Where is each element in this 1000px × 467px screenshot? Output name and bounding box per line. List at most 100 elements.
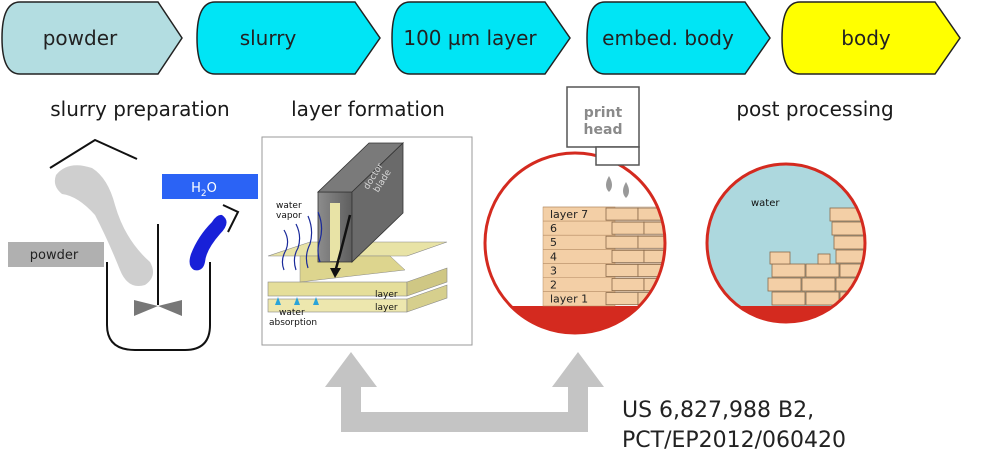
- print-layer-label: 6: [550, 222, 557, 235]
- brick: [805, 263, 840, 278]
- brick: [805, 291, 840, 306]
- water-vapor-label-1: water: [276, 201, 302, 211]
- flow-step-label: embed. body: [602, 26, 734, 50]
- water-beaker: [222, 204, 240, 233]
- flow-step-label: 100 µm layer: [403, 26, 537, 50]
- water-vapor-label-2: vapor: [276, 211, 302, 221]
- brick: [874, 264, 907, 277]
- h2o-tag: [162, 174, 258, 199]
- brick: [611, 221, 645, 235]
- flow-step-label: slurry: [240, 26, 297, 50]
- brick: [880, 250, 894, 264]
- brick: [605, 292, 639, 306]
- brick: [817, 253, 831, 265]
- brick: [637, 207, 665, 221]
- brick: [605, 207, 639, 221]
- water-label: water: [751, 198, 780, 209]
- doctor-blade-side: [351, 142, 404, 263]
- ink-droplet: [606, 176, 612, 192]
- flow-step-shape: [391, 1, 571, 75]
- brick: [833, 235, 865, 250]
- powder-hopper: [49, 138, 138, 169]
- stage-label-layer-formation: layer formation: [291, 97, 445, 121]
- brick: [605, 235, 639, 249]
- stirrer-blade: [134, 300, 182, 316]
- stage-label-slurry-preparation: slurry preparation: [50, 97, 229, 121]
- brick: [643, 221, 665, 235]
- print-layer-label: layer 7: [550, 208, 588, 221]
- post-circle-content: [707, 164, 907, 322]
- brick: [605, 263, 639, 277]
- powder-tag: [8, 242, 104, 267]
- brick: [771, 291, 806, 306]
- flow-step-body: body: [781, 1, 961, 75]
- patent-line-1: US 6,827,988 B2,: [622, 398, 814, 423]
- slurry-preparation-panel: powder H2O: [8, 138, 258, 351]
- h2o-tag-label: H2O: [191, 181, 217, 199]
- print-layer-label: layer 1: [550, 293, 588, 306]
- slurry-wedge: [299, 255, 406, 283]
- water-pour: [189, 214, 227, 271]
- flow-step-embedded-body: embed. body: [586, 1, 771, 75]
- layer-formation-panel: doctor blade water vapor layer layer wat…: [261, 136, 473, 346]
- absorption-arrows: [275, 297, 319, 305]
- brick: [611, 278, 645, 292]
- brick: [771, 263, 806, 278]
- print-layer-label: 4: [550, 250, 557, 263]
- patent-line-2: PCT/EP2012/060420: [622, 428, 846, 453]
- build-plate: [707, 306, 865, 322]
- brick: [835, 249, 865, 264]
- print-layer-labels: [542, 206, 616, 307]
- process-flow: powder slurry 100 µm layer embed. body b…: [1, 1, 961, 75]
- print-layer-label: 5: [550, 236, 557, 249]
- post-processing-panel: water: [705, 162, 907, 324]
- brick: [767, 277, 802, 292]
- print-layer-label: 3: [550, 264, 557, 277]
- print-layer-label: 2: [550, 279, 557, 292]
- post-circle-border: [705, 162, 867, 324]
- brick: [643, 249, 665, 263]
- brick: [643, 278, 665, 292]
- stage-label-post-processing: post processing: [736, 97, 893, 121]
- brick: [870, 278, 903, 291]
- layer-label-bottom: layer: [375, 303, 398, 313]
- brick: [637, 263, 665, 277]
- mixing-vessel: [106, 262, 211, 351]
- print-head-label-1: print: [584, 105, 623, 121]
- flow-step-label: powder: [43, 26, 118, 50]
- flow-step-powder: powder: [1, 1, 183, 75]
- brick: [769, 251, 791, 265]
- flow-step-layer: 100 µm layer: [391, 1, 571, 75]
- water-absorption-label-1: water: [279, 308, 305, 318]
- vapor-arrows: [281, 211, 323, 271]
- water-absorption-label-2: absorption: [269, 318, 317, 328]
- brick: [611, 249, 645, 263]
- brick: [637, 235, 665, 249]
- brick: [870, 250, 903, 263]
- flow-step-slurry: slurry: [196, 1, 381, 75]
- brick: [839, 263, 865, 278]
- flow-step-shape: [196, 1, 381, 75]
- print-circle-border: [483, 151, 667, 335]
- print-nozzle: [595, 146, 640, 166]
- powder-tag-label: powder: [30, 248, 79, 263]
- return-arrow: [325, 352, 604, 432]
- doctor-blade-slot: [330, 203, 340, 261]
- brick: [874, 292, 907, 305]
- brick: [831, 221, 865, 236]
- layer-slab-top-side: [406, 267, 448, 297]
- brick: [801, 277, 836, 292]
- print-head-label-2: head: [584, 122, 623, 138]
- layer-label-top: layer: [375, 290, 398, 300]
- flow-step-label: body: [841, 26, 891, 50]
- powder-stream: [54, 165, 154, 286]
- slurry-flow-arrowhead: [330, 268, 341, 278]
- layer-slab-bottom-side: [406, 284, 448, 313]
- ink-droplet: [623, 182, 629, 198]
- flow-step-shape: [781, 1, 961, 75]
- build-plate: [485, 306, 665, 333]
- flow-step-shape: [586, 1, 771, 75]
